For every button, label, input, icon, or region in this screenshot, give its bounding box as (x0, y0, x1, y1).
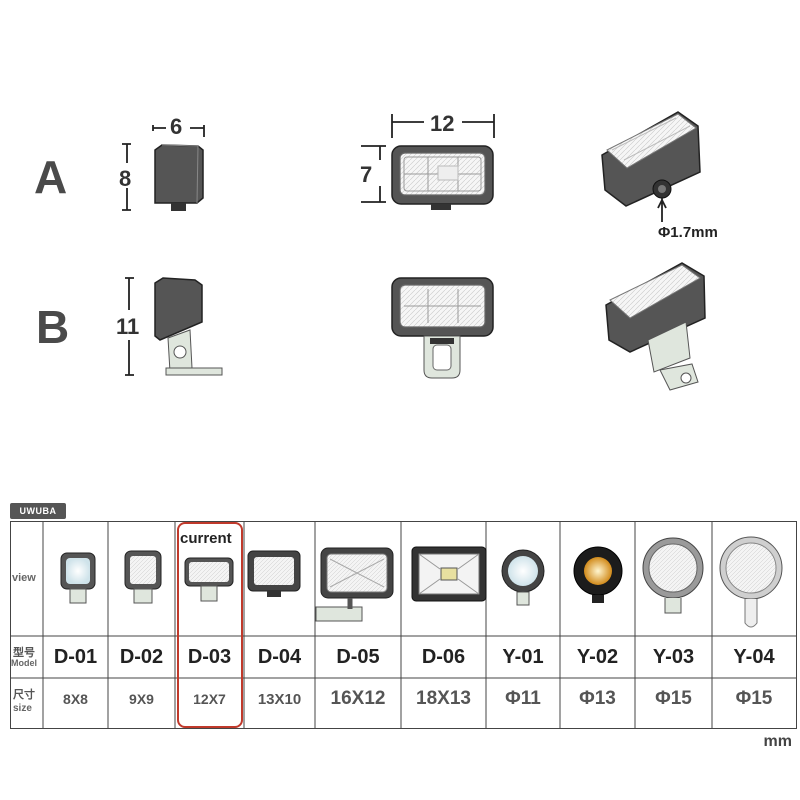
size-d04: 13X10 (257, 691, 302, 708)
light-diagram (122, 111, 706, 391)
b-3d-view (605, 262, 706, 391)
row-letter-a: A (34, 151, 68, 203)
dim-a-front-height: 7 (360, 162, 373, 187)
size-d02: 9X9 (129, 691, 154, 707)
product-image-d04 (247, 550, 301, 597)
dim-a-hole-diameter: Φ1.7mm (658, 224, 718, 241)
product-image-d03 (184, 557, 234, 602)
dim-a-side-height: 8 (119, 166, 132, 191)
row-letter-b: B (36, 301, 70, 353)
dim-a-side-width: 6 (170, 114, 183, 139)
current-highlight (177, 522, 243, 728)
a-3d-view (601, 111, 701, 222)
size-y02: Φ13 (579, 688, 616, 709)
brand-logo: UWUBA (10, 503, 66, 519)
product-image-y04 (719, 536, 783, 628)
product-image-d05 (315, 547, 394, 622)
dim-a-front-width: 12 (430, 111, 455, 136)
row-label-view: view (12, 572, 36, 584)
size-y03: Φ15 (655, 688, 692, 709)
unit-label: mm (763, 733, 792, 750)
model-y01: Y-01 (502, 646, 544, 668)
product-image-d06 (411, 546, 487, 602)
product-image-y03 (642, 537, 704, 614)
current-label: current (180, 530, 232, 547)
b-front-view (391, 277, 494, 379)
model-y02: Y-02 (576, 646, 619, 668)
size-d01: 8X8 (63, 691, 88, 707)
a-front-view (361, 114, 495, 210)
size-d05: 16X12 (330, 688, 386, 709)
model-d03: D-03 (187, 646, 232, 668)
product-image-d01 (60, 552, 96, 604)
model-d01: D-01 (53, 646, 98, 668)
model-y04: Y-04 (733, 646, 775, 668)
dim-b-side-height: 11 (116, 314, 140, 339)
size-d03: 12X7 (193, 691, 226, 707)
size-y01: Φ11 (505, 688, 541, 709)
product-image-y01 (501, 549, 545, 606)
size-y04: Φ15 (735, 688, 773, 709)
product-image-d02 (124, 550, 162, 604)
row-label-size-en: size (13, 703, 32, 714)
row-label-model-cn: 型号 (13, 647, 35, 659)
row-label-size-cn: 尺寸 (13, 689, 35, 701)
row-label-model-en: Model (11, 658, 37, 668)
product-views (60, 536, 783, 628)
model-d02: D-02 (119, 646, 164, 668)
model-y03: Y-03 (652, 646, 695, 668)
size-d06: 18X13 (416, 688, 471, 709)
model-d06: D-06 (421, 646, 466, 668)
model-d05: D-05 (336, 646, 380, 668)
model-d04: D-04 (257, 646, 302, 668)
product-table-grid (10, 521, 797, 729)
b-side-view (125, 277, 223, 376)
product-image-y02 (573, 546, 623, 603)
a-side-view (122, 125, 205, 211)
